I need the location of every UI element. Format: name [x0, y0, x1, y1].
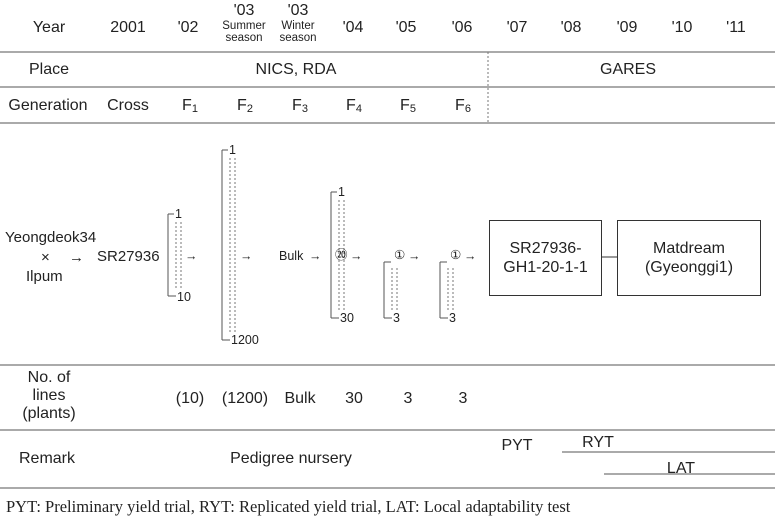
year-04: '04 — [342, 19, 364, 36]
year-2001: 2001 — [110, 19, 146, 36]
arrow-to-cross: → — [69, 249, 84, 266]
year-11: '11 — [726, 19, 746, 36]
variety-box-text-1: Matdream — [652, 240, 726, 257]
line-box-text-1: SR27936- — [509, 240, 582, 257]
year-02: '02 — [177, 19, 199, 36]
year-label: Year — [32, 19, 66, 36]
f2-arrow: → — [240, 249, 253, 263]
f4-bracket — [330, 191, 345, 319]
lines-f5: 3 — [403, 390, 413, 407]
variety-box-matdream: Matdream (Gyeonggi1) — [617, 220, 761, 296]
remark-lat: LAT — [666, 460, 696, 477]
f6-bottom-num: 3 — [449, 311, 456, 325]
year-03-winter-sub: Winter season — [279, 20, 317, 44]
year-08: '08 — [560, 19, 582, 36]
year-05: '05 — [395, 19, 417, 36]
f4-bottom-num: 30 — [340, 311, 354, 325]
remark-pyt: PYT — [501, 437, 533, 454]
gen-f1: F1 — [182, 97, 198, 115]
year-09: '09 — [616, 19, 638, 36]
f6-arrow: → — [464, 249, 477, 263]
place-gares: GARES — [599, 61, 657, 78]
gen-f3: F3 — [292, 97, 308, 115]
cross-symbol: × — [41, 249, 50, 266]
f6-bracket — [439, 261, 454, 319]
f2-top-num: 1 — [229, 143, 236, 157]
f6-selected: ① — [450, 248, 462, 262]
f3-arrow: → — [309, 249, 322, 263]
lines-f6: 3 — [458, 390, 468, 407]
lines-f4: 30 — [345, 390, 363, 407]
remark-pedigree: Pedigree nursery — [230, 450, 352, 467]
year-10: '10 — [671, 19, 693, 36]
parent-ilpum: Ilpum — [26, 268, 63, 285]
year-03-summer: '03 — [233, 2, 255, 19]
variety-box-text-2: (Gyeonggi1) — [644, 259, 734, 276]
f3-bulk: Bulk — [279, 249, 304, 263]
gen-f5: F5 — [400, 97, 416, 115]
f5-selected: ① — [394, 248, 406, 262]
remark-label: Remark — [18, 450, 76, 467]
year-07: '07 — [506, 19, 528, 36]
f1-top-num: 1 — [175, 207, 182, 221]
line-box-sr27936-gh1: SR27936- GH1-20-1-1 — [489, 220, 602, 296]
footnote: PYT: Preliminary yield trial, RYT: Repli… — [6, 497, 571, 516]
f5-arrow: → — [408, 249, 421, 263]
lines-f1: (10) — [175, 390, 205, 407]
f5-bottom-num: 3 — [393, 311, 400, 325]
cross-sr27936: SR27936 — [97, 248, 160, 265]
f5-bracket — [383, 261, 398, 319]
f2-bottom-num: 1200 — [231, 333, 259, 347]
gen-f2: F2 — [237, 97, 253, 115]
gen-cross: Cross — [107, 97, 149, 114]
f4-arrow: → — [350, 249, 363, 263]
gen-f4: F4 — [346, 97, 362, 115]
year-03-winter: '03 — [287, 2, 309, 19]
lines-f3: Bulk — [284, 390, 316, 407]
remark-ryt: RYT — [582, 434, 614, 451]
year-06: '06 — [451, 19, 473, 36]
f2-bracket — [221, 149, 236, 341]
f1-bottom-num: 10 — [177, 290, 191, 304]
f4-top-num: 1 — [338, 185, 345, 199]
generation-label: Generation — [8, 97, 88, 114]
parent-yeongdeok34: Yeongdeok34 — [5, 229, 97, 246]
lines-f2: (1200) — [221, 390, 269, 407]
lines-label: No. of lines (plants) — [22, 369, 76, 422]
gen-f6: F6 — [455, 97, 471, 115]
line-box-text-2: GH1-20-1-1 — [503, 259, 588, 276]
year-03-summer-sub: Summer season — [222, 20, 266, 44]
place-label: Place — [28, 61, 70, 78]
f1-arrow: → — [185, 249, 198, 263]
place-nics-rda: NICS, RDA — [255, 61, 337, 78]
f1-bracket — [167, 213, 182, 297]
f4-selected: ⑳ — [335, 248, 348, 262]
